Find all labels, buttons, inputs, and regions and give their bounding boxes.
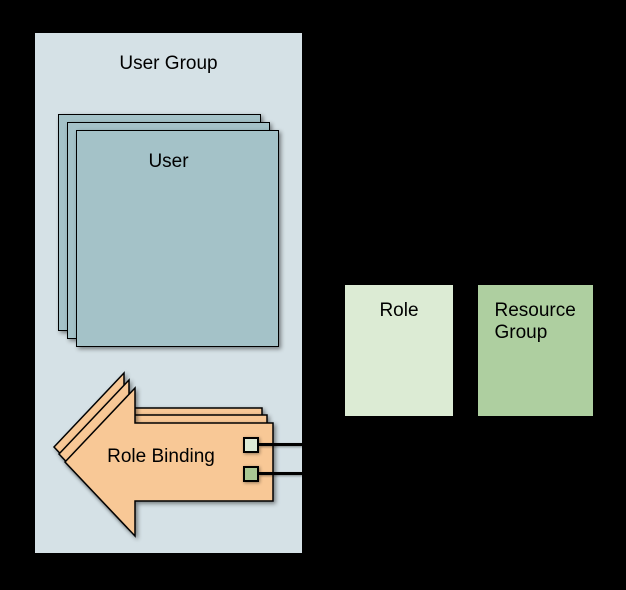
user-group-label: User Group <box>119 53 218 74</box>
role-connector-line <box>259 443 302 446</box>
user-card-front <box>76 130 279 347</box>
role-binding-label: Role Binding <box>107 446 215 467</box>
resource-connector-port <box>243 466 259 482</box>
role-label: Role <box>379 300 419 321</box>
user-label: User <box>148 151 189 172</box>
resource-group-box: Resource Group <box>478 285 593 416</box>
resource-group-label: Resource Group <box>494 300 576 343</box>
role-box: Role <box>345 285 453 416</box>
role-connector-port <box>243 437 259 453</box>
resource-connector-line <box>259 472 302 475</box>
